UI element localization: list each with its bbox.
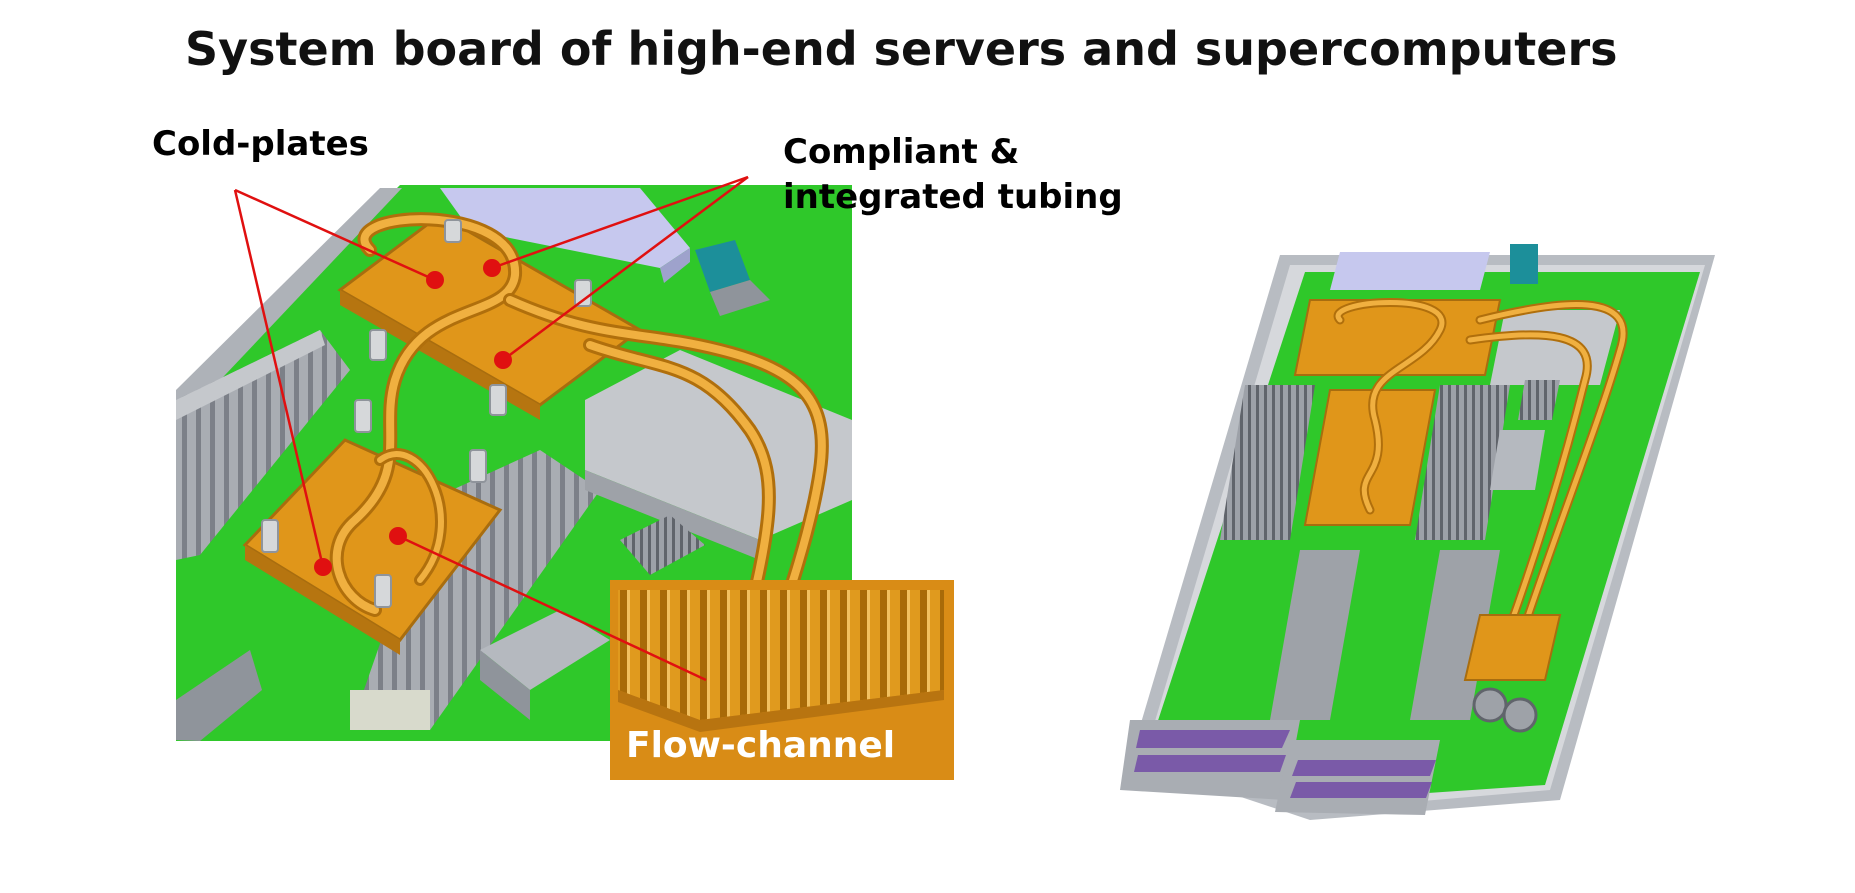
screw-standoffs: [261, 219, 592, 608]
tray-cold-plate-top: [1293, 299, 1502, 376]
flow-channel-label: Flow-channel: [626, 725, 896, 766]
tray-cold-plate-bottom: [1303, 389, 1437, 526]
callout-leaders: [233, 175, 749, 682]
right-tray-render: [1120, 244, 1715, 820]
dimm-bank-right: [350, 450, 600, 730]
tray-dimms-right: [1415, 385, 1510, 540]
tray-dimms-left: [1220, 385, 1315, 540]
tray-rail: [176, 188, 402, 425]
grey-block: [585, 350, 852, 540]
tubing-label: Compliant & integrated tubing: [783, 130, 1123, 220]
tubing-label-line1: Compliant &: [783, 132, 1020, 172]
teal-connector: [695, 240, 750, 292]
callout-dots: [314, 259, 512, 576]
tray-teal-connector: [1510, 244, 1538, 284]
grey-block-small: [480, 610, 610, 690]
small-heatsink: [620, 515, 705, 575]
top-component: [440, 188, 690, 268]
cold-plates-label: Cold-plates: [152, 124, 369, 164]
tubing-label-line2: integrated tubing: [783, 177, 1123, 217]
flow-channel-inset: [610, 580, 954, 780]
tray-manifold: [1463, 614, 1562, 681]
left-board-render: [176, 185, 852, 741]
slide-title: System board of high-end servers and sup…: [185, 22, 1618, 76]
